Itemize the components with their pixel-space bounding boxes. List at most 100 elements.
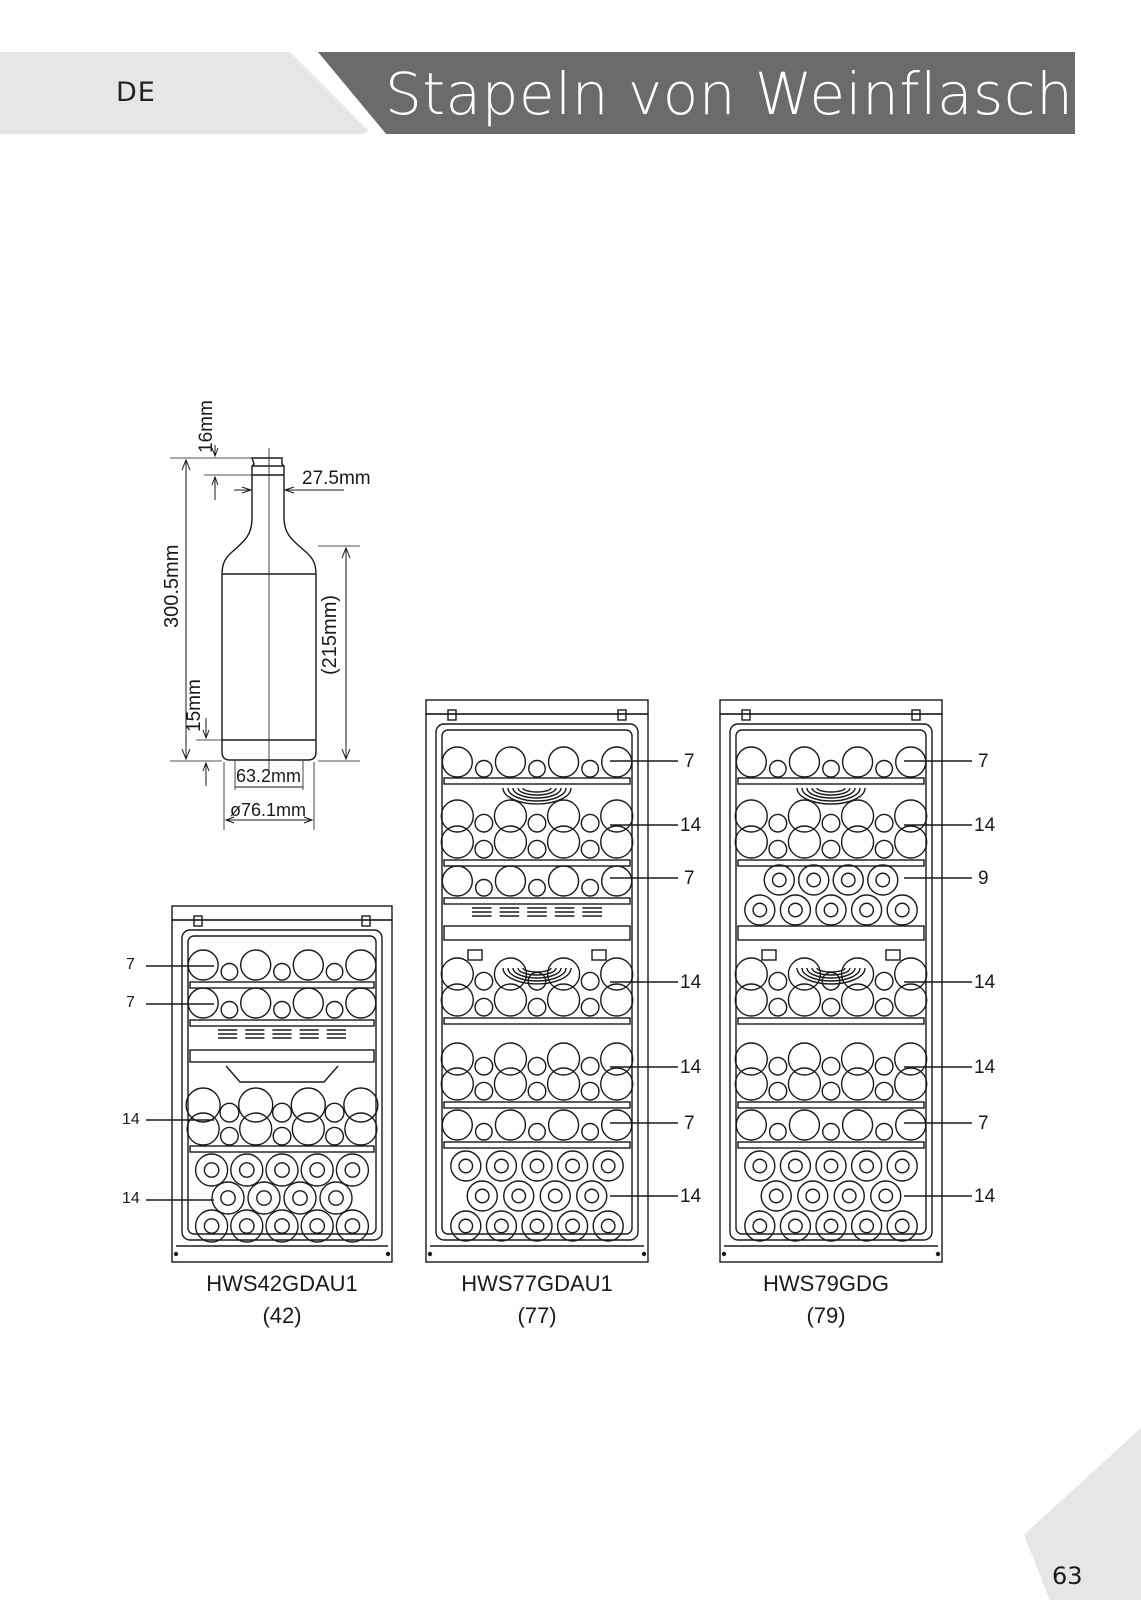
shelf [443,1101,631,1109]
bottle-end [474,839,494,859]
bottle-punt [238,1218,255,1234]
bottle-end [600,1042,634,1076]
bottle-end [211,1181,245,1215]
bottle-end [503,1180,535,1212]
bottle-end [273,962,291,981]
bottle-end [875,759,894,778]
shelf [443,1017,631,1025]
bottle-end [580,997,600,1017]
bottle-end [493,1042,528,1076]
count-label: 14 [974,1057,996,1078]
bottle-end [734,1067,768,1101]
cabinet-top [425,699,649,715]
bottle-end [474,759,493,778]
bottle-end [833,1180,865,1212]
vent-block [761,949,777,961]
foot [427,1251,433,1257]
bottle-end [768,1056,788,1076]
shelf [737,859,925,867]
bottle-end [345,987,377,1019]
shelf [443,859,631,867]
fan-coil [522,967,552,973]
bottle-end [840,957,875,991]
bottle-end [527,839,547,859]
count-label: 14 [680,972,702,993]
bottle-end [527,1056,547,1076]
model-capacity: (77) [517,1303,556,1328]
bottle-end [788,1109,821,1141]
fan-coil [806,787,856,799]
foot [173,1251,179,1257]
bottle-punt [787,1218,803,1234]
bottle-end [335,1153,370,1187]
bottle-end [581,759,600,778]
bottle-end [493,983,528,1017]
bottle-end [787,1067,822,1101]
count-label: 14 [122,1190,140,1207]
bottle-punt [203,1218,220,1234]
drawer-divider [189,1049,375,1063]
fan-coil [801,787,861,802]
bottle-end [325,1000,344,1019]
bottle-end [832,864,864,896]
bottle-end [779,1150,812,1182]
bottle-punt [344,1162,361,1178]
dim-arrows [181,458,191,761]
dim-label-body-diameter: ø76.1mm [230,800,306,820]
bottle-end [867,864,899,896]
dim-arrows [224,816,314,824]
dim-label-neck-diameter: 27.5mm [302,468,371,489]
bottle-end [527,971,547,991]
bottle-punt [274,1218,290,1234]
bottle-end [787,1042,822,1076]
bottle-end [440,1042,474,1076]
bottle-end [528,759,546,778]
bottle-end [581,878,600,897]
bottle-punt [787,1158,803,1174]
bottle-end [485,1210,518,1242]
bottle-punt [878,1188,894,1204]
count-label: 14 [974,815,996,836]
bottle-end [528,878,546,897]
bottle-end [521,1210,553,1242]
bottle-end [768,759,787,778]
dim-arrows [241,486,295,494]
bottle-punt [458,1158,474,1174]
fan-coil [816,787,846,793]
bottle-end [768,1081,788,1101]
bottle-punt [600,1158,616,1174]
shelf [737,1141,925,1149]
bottle-punt [256,1190,272,1206]
bottle-punt [584,1188,600,1204]
bottle-end [580,839,600,859]
cabinet-inner-liner [187,935,377,1235]
bottle-end [779,894,812,926]
shelf [189,1145,375,1153]
bottle-end [450,1210,482,1242]
bottle-end [734,983,768,1017]
bottle-end [493,799,528,833]
bottle-end [768,813,788,833]
bottle-end [440,825,474,859]
bottle-end [546,1067,581,1101]
bottle-end [815,894,847,926]
bottle-end [343,1087,379,1123]
bottle-end [895,746,927,778]
bottle-end [787,799,822,833]
bottle-end [194,1209,229,1243]
vent-block [885,949,901,961]
bottle-end [547,746,580,778]
bottle-end [273,1000,291,1019]
bottle-end [494,1109,527,1141]
bottle-punt [344,1218,361,1234]
fan-coil [811,787,851,796]
page-title: Stapeln von Weinflaschen [385,60,1141,128]
bottle-end [345,949,377,981]
bottle-end [474,878,493,897]
bottle-end [840,1067,875,1101]
bottle-end [840,983,875,1017]
bottle-end [576,1180,608,1212]
bottle-end [187,949,219,981]
bottle-end [894,825,928,859]
fan-coil [502,787,572,805]
